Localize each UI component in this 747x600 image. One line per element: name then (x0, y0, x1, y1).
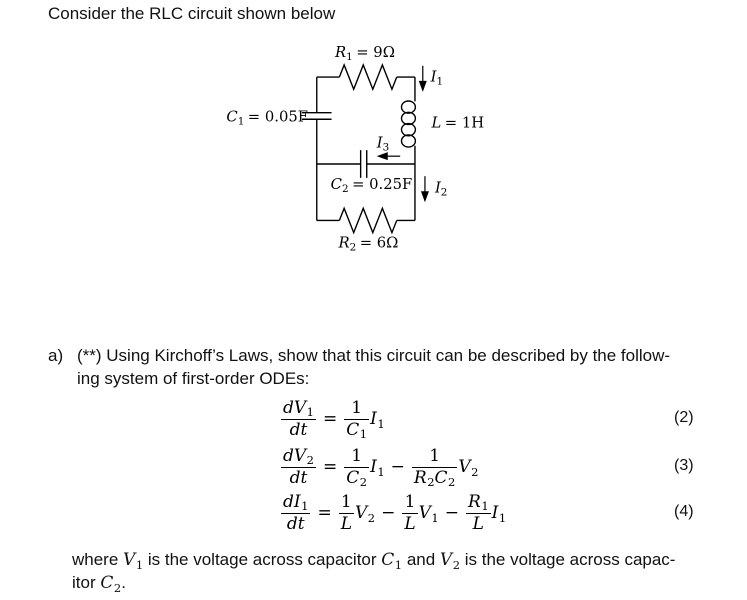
item-label: a) (48, 346, 64, 365)
equation-tag-2: (2) (674, 409, 694, 426)
label-i2: I2 (434, 180, 447, 199)
circuit-wires (301, 63, 417, 235)
resistor-r2 (338, 206, 398, 235)
current-arrows (376, 65, 429, 203)
equation-tag-3: (3) (674, 457, 694, 474)
capacitor-c1 (301, 112, 332, 120)
label-r2: R2= 6Ω (337, 234, 398, 253)
capacitor-c2 (359, 150, 368, 178)
label-i3: I3 (376, 134, 389, 153)
current-arrow-i2 (420, 176, 429, 203)
footer-line-1: where V1 is the voltage across capacitor… (72, 550, 676, 572)
current-arrow-i3 (376, 152, 401, 161)
inductor-l (400, 100, 417, 148)
rlc-circuit-diagram: R1= 9Ω C1= 0.05F L= 1H C2= 0.25F R2= 6Ω … (226, 44, 484, 253)
label-c2: C2= 0.25F (331, 176, 413, 195)
page-title: Consider the RLC circuit shown below (48, 4, 336, 23)
current-arrow-i1 (418, 65, 427, 92)
resistor-r1 (338, 63, 398, 92)
label-l: L= 1H (430, 115, 484, 132)
label-c1: C1= 0.05F (226, 108, 308, 127)
problem-line-2: ing system of first-order ODEs: (77, 369, 310, 388)
label-r1: R1= 9Ω (334, 44, 395, 63)
footer-line-2: itor C2. (72, 573, 126, 595)
problem-line-1: (**) Using Kirchoff’s Laws, show that th… (77, 346, 671, 365)
equation-tag-4: (4) (674, 503, 694, 520)
label-i1: I1 (430, 68, 443, 87)
